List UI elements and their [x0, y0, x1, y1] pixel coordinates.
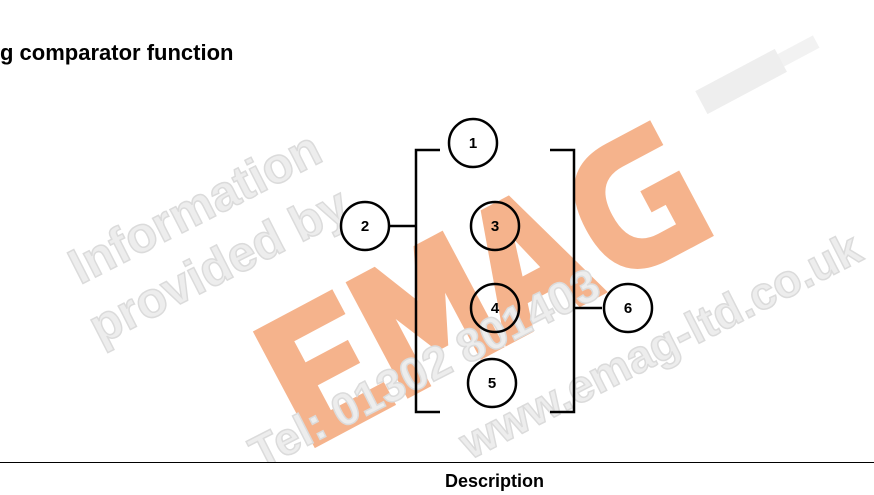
- node-5: 5: [466, 357, 518, 409]
- page-heading: g comparator function: [0, 40, 234, 65]
- diagram-lines: [390, 148, 602, 414]
- node-1: 1: [447, 117, 499, 169]
- column-header-description: Description: [445, 471, 545, 491]
- node-4: 4: [469, 282, 521, 334]
- watermark-plug: [695, 35, 820, 115]
- watermark: Information provided by Tel: 01302 80140…: [59, 35, 870, 462]
- node-2: 2: [339, 200, 391, 252]
- node-3: 3: [469, 200, 521, 252]
- node-1-label: 1: [469, 135, 477, 152]
- comparator-diagram: Information provided by Tel: 01302 80140…: [59, 35, 870, 462]
- node-4-label: 4: [491, 300, 500, 317]
- left-bracket: [414, 148, 440, 414]
- table-header: Description: [0, 465, 874, 495]
- right-bracket: [550, 148, 576, 414]
- node-6: 6: [602, 282, 654, 334]
- node-3-label: 3: [491, 218, 499, 235]
- node-6-label: 6: [624, 300, 632, 317]
- table-top-rule: [0, 462, 874, 463]
- watermark-logo: [252, 120, 714, 449]
- node-5-label: 5: [488, 375, 496, 392]
- node-2-label: 2: [361, 218, 369, 235]
